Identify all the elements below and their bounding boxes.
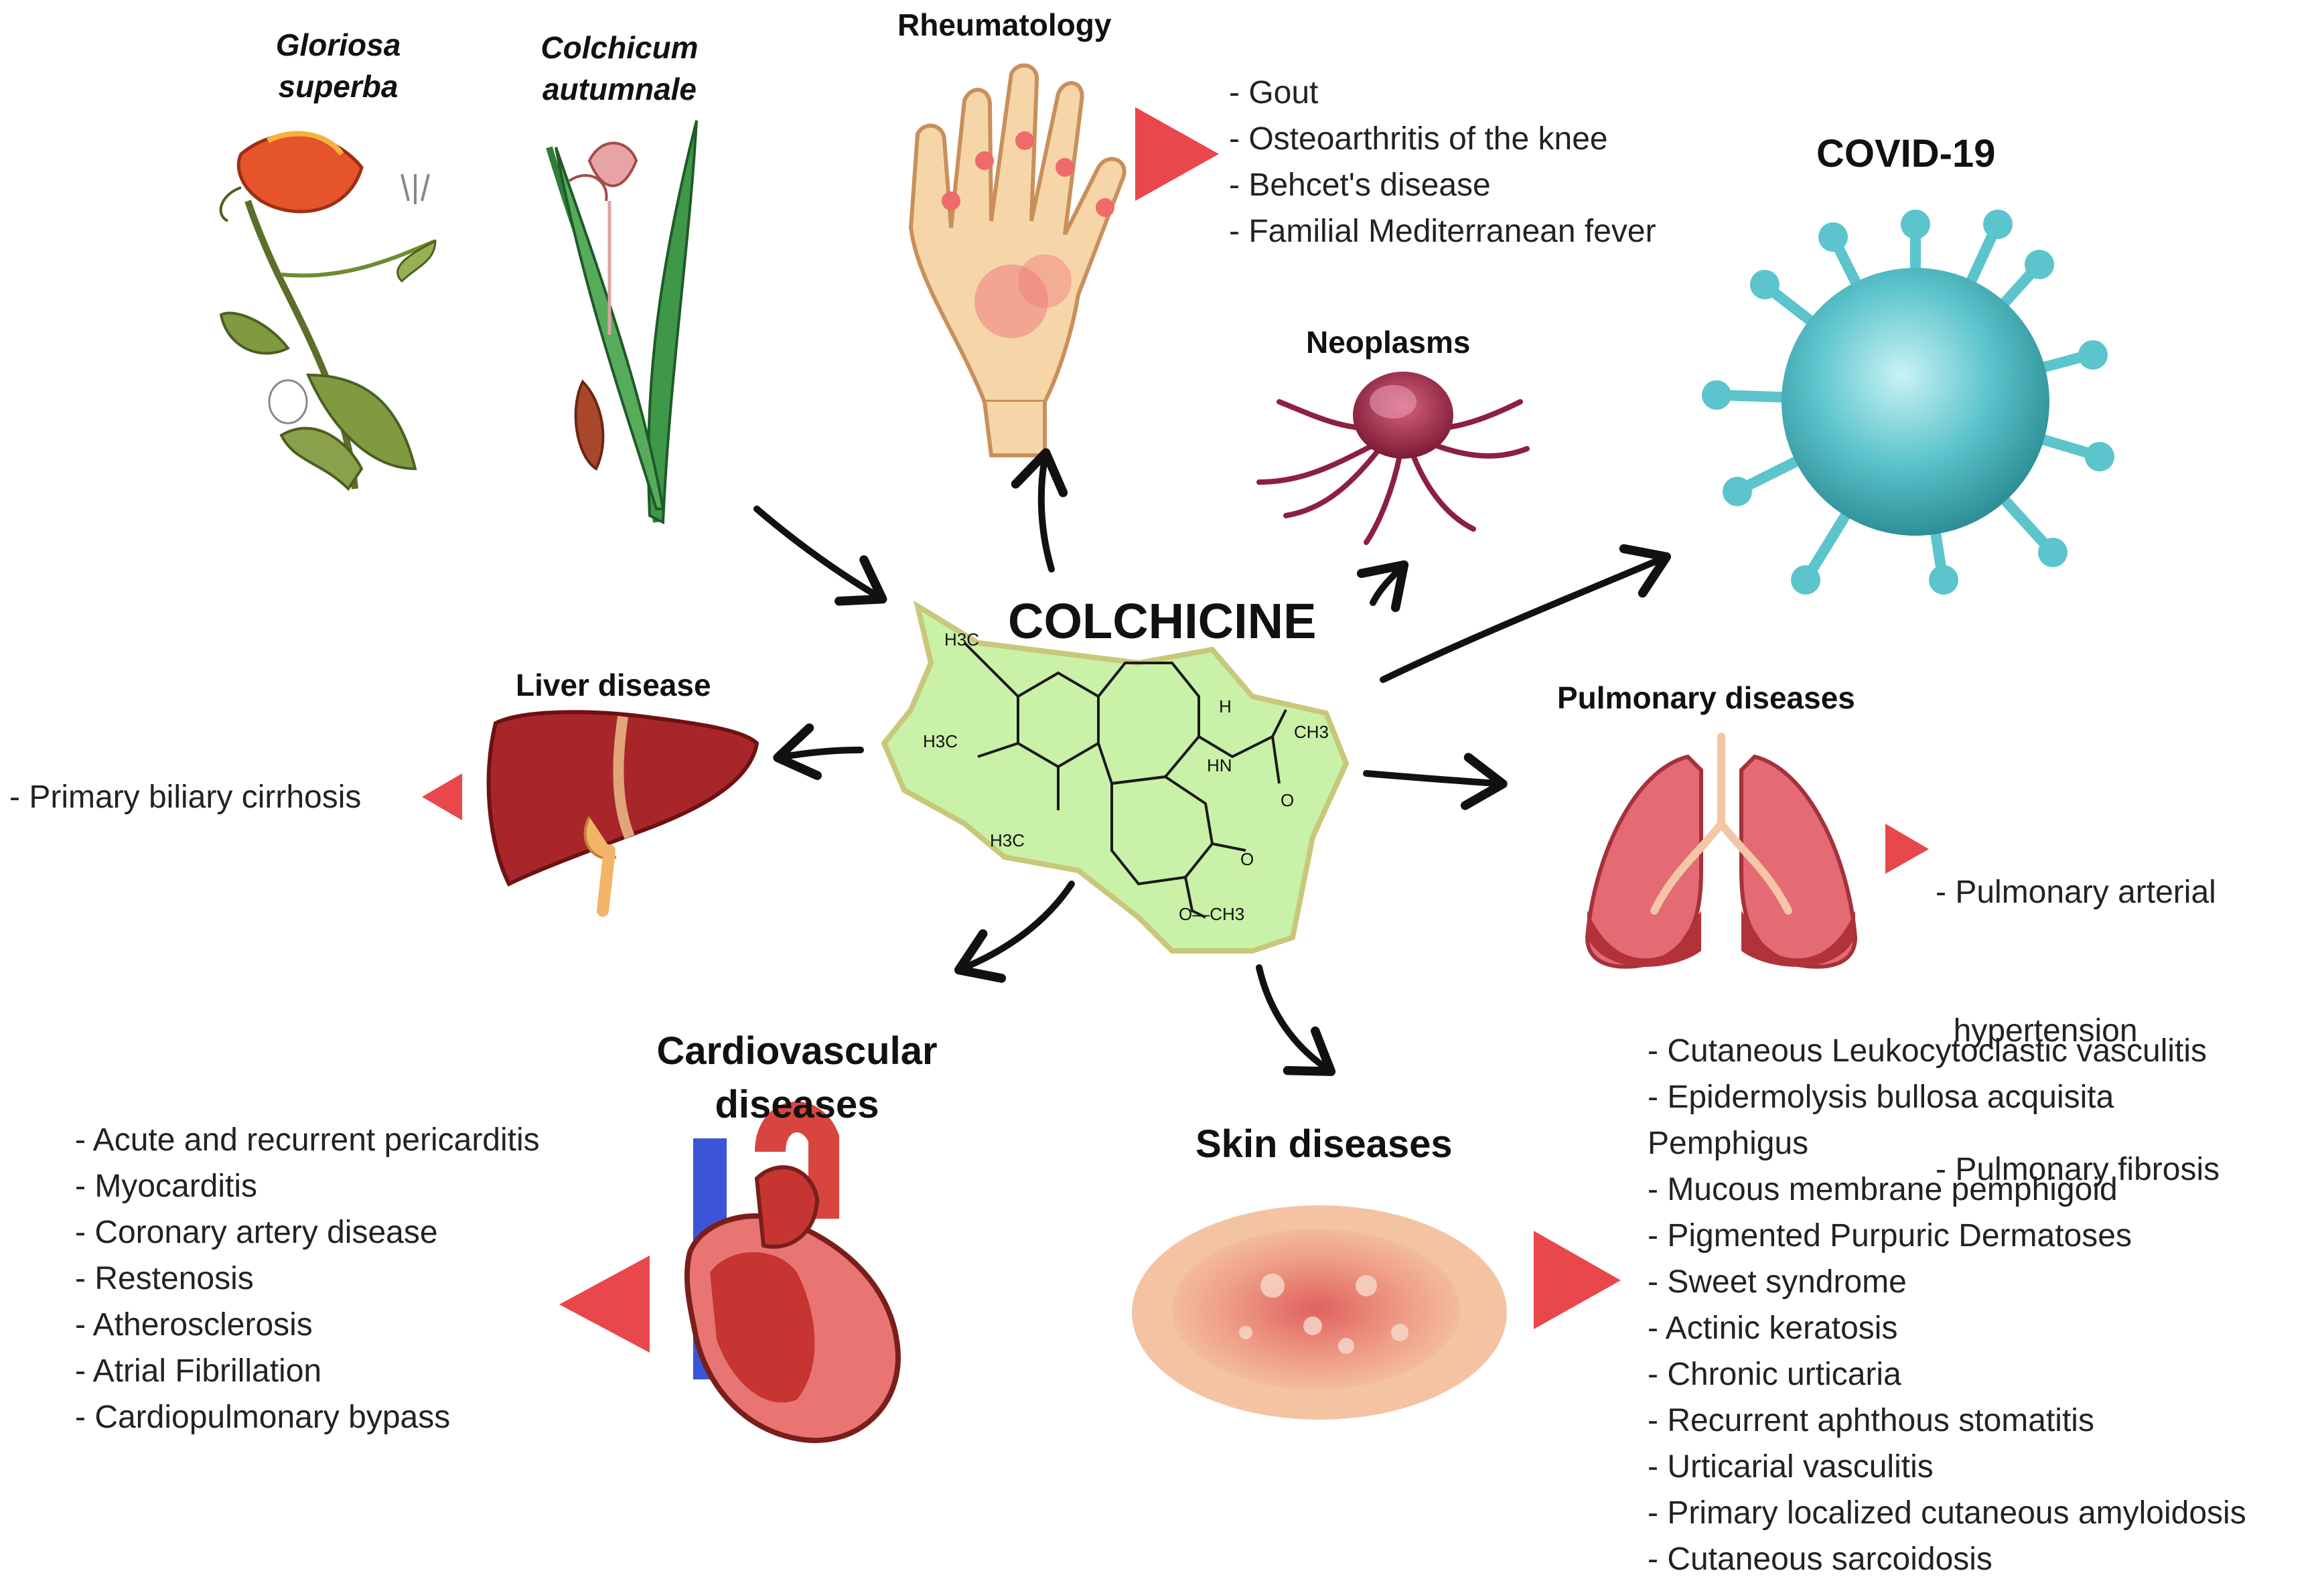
list-item: - Atherosclerosis [75,1307,313,1343]
list-item: hypertension [1936,1013,2138,1049]
molecule-label-o-amide: O [1281,790,1295,810]
list-item: - Epidermolysis bullosa acquisita [1648,1079,2114,1115]
list-item: - Pulmonary fibrosis [1936,1152,2220,1187]
skin-lesion-illustration [1132,1205,1507,1420]
covid-title: COVID-19 [1816,132,1996,175]
list-item: - Atrial Fibrillation [75,1353,322,1389]
list-item: - Urticarial vasculitis [1648,1449,1934,1485]
rheumatology-hand-illustration [908,63,1127,457]
skin-title: Skin diseases [1195,1122,1453,1166]
list-item: - Pulmonary arterial [1936,875,2216,910]
to-rheumatology-arrow [1011,448,1068,573]
rheumatology-pointer [1135,107,1219,201]
to-cardio-arrow [954,881,1075,983]
covid-virus-illustration [1702,210,2114,595]
to-neoplasms-arrow [1356,560,1409,613]
list-item: - Coronary artery disease [75,1215,438,1250]
to-covid-arrow [1380,544,1672,683]
to-skin-arrow [1256,964,1336,1076]
colchicine-molecule [881,600,1350,954]
colchicum-label: Colchicum autumnale [540,30,699,106]
molecule-label-hn: HN [1207,755,1232,775]
list-item: - Acute and recurrent pericarditis [75,1122,540,1158]
molecule-label-h: H [1219,696,1232,717]
gloriosa-label: Gloriosa superba [275,27,401,104]
heart-illustration [684,1102,901,1444]
list-item: - Cutaneous sarcoidosis [1648,1541,1992,1577]
list-item: Pemphigus [1648,1126,1809,1161]
list-item: - Sweet syndrome [1648,1264,1907,1300]
list-item: - Mucous membrane pemphigoid [1648,1172,2118,1207]
list-item: - Cardiopulmonary bypass [75,1400,451,1435]
molecule-label-och3: O—CH3 [1179,904,1245,924]
pulmonary-list: - Pulmonary arterial hypertension - Pulm… [1936,777,2220,1285]
colchicine-title: COLCHICINE [1008,593,1317,649]
molecule-label-h3c-mid: H3C [923,731,958,751]
list-item: - Pigmented Purpuric Dermatoses [1648,1218,2132,1254]
liver-title: Liver disease [516,668,711,702]
molecule-label-h3c-bottom: H3C [990,830,1025,850]
molecule-label-ch3: CH3 [1294,722,1329,742]
pulmonary-pointer [1885,824,1929,874]
list-item: - Familial Mediterranean fever [1229,214,1656,249]
to-pulmonary-arrow [1363,753,1508,810]
pointer-triangles [422,107,1929,1353]
list-item: - Behcet's disease [1229,167,1491,203]
molecule-label-o-ketone: O [1240,849,1254,869]
liver-illustration [486,710,759,917]
colchicum-plant-illustration [546,120,698,525]
skin-pointer [1534,1231,1621,1329]
list-item: - Myocarditis [75,1169,258,1204]
cardio-pointer [559,1256,650,1353]
list-item: - Gout [1229,75,1319,110]
list-item: - Chronic urticaria [1648,1357,1901,1392]
neoplasms-title: Neoplasms [1306,325,1471,360]
skin-list: - Cutaneous Leukocytoclastic vasculitis … [1648,1028,2246,1582]
cardio-title-line2: diseases [715,1083,879,1126]
list-item: - Primary localized cutaneous amyloidosi… [1648,1495,2246,1531]
liver-pointer [422,773,462,820]
list-item: - Actinic keratosis [1648,1310,1898,1346]
pulmonary-title: Pulmonary diseases [1557,680,1855,715]
list-item: - Osteoarthritis of the knee [1229,121,1608,157]
plants-to-colchicine-arrow [753,506,887,606]
cardio-title: Cardiovascular diseases [623,1025,971,1132]
lungs-illustration [1585,733,1858,969]
list-item: - Primary biliary cirrhosis [9,779,362,815]
rheumatology-list: - Gout - Osteoarthritis of the knee - Be… [1229,70,1656,254]
cardio-list: - Acute and recurrent pericarditis - Myo… [75,1117,540,1440]
neoplasm-illustration [1256,372,1530,545]
gloriosa-plant-illustration [219,131,437,492]
molecule-label-h3c-top: H3C [944,629,980,650]
cardio-title-line1: Cardiovascular [656,1029,938,1073]
rheumatology-title: Rheumatology [897,7,1112,42]
list-item: - Recurrent aphthous stomatitis [1648,1403,2094,1438]
liver-list: - Primary biliary cirrhosis [9,774,361,820]
list-item: - Cutaneous Leukocytoclastic vasculitis [1648,1033,2207,1069]
pathway-arrows [753,448,1672,1076]
to-liver-arrow [773,723,864,780]
list-item: - Restenosis [75,1261,254,1296]
